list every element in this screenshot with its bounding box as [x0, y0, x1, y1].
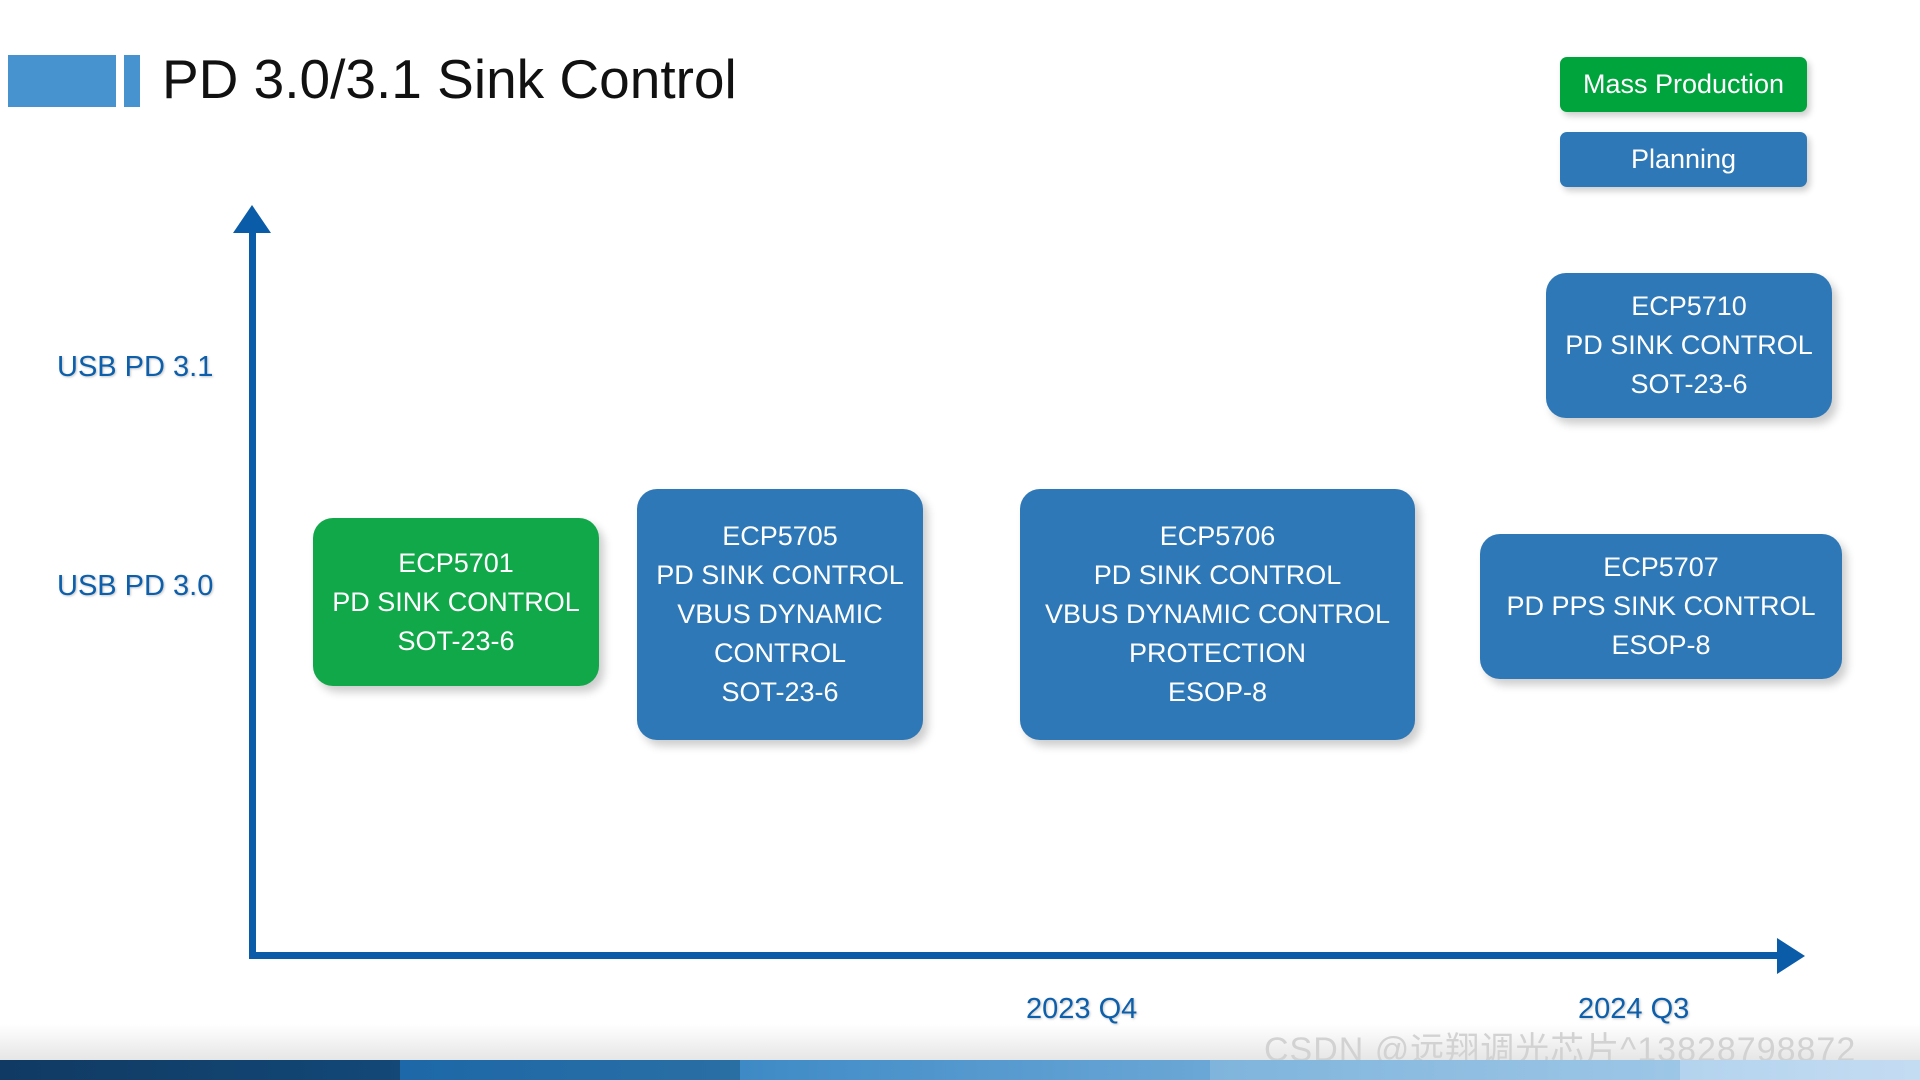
- product-name: ECP5707: [1603, 552, 1719, 582]
- bottom-decorative-strip: [0, 1060, 1920, 1080]
- x-axis-label-2023-q4: 2023 Q4: [1026, 993, 1138, 1025]
- y-axis-label-usb-pd-31: USB PD 3.1: [57, 351, 214, 383]
- x-axis-line: [249, 952, 1777, 959]
- y-axis-arrow-icon: [233, 205, 271, 233]
- product-package-line: SOT-23-6: [397, 625, 515, 656]
- title-accent-bar-narrow: [124, 55, 140, 107]
- product-box-ecp5705[interactable]: ECP5705 PD SINK CONTROL VBUS DYNAMIC CON…: [637, 489, 923, 740]
- product-box-ecp5710[interactable]: ECP5710 PD SINK CONTROL SOT-23-6: [1546, 273, 1832, 418]
- product-box-ecp5701[interactable]: ECP5701 PD SINK CONTROL SOT-23-6: [313, 518, 599, 686]
- product-name: ECP5710: [1631, 291, 1747, 321]
- product-name: ECP5706: [1159, 521, 1276, 551]
- y-axis-label-usb-pd-30: USB PD 3.0: [57, 570, 214, 602]
- legend-planning-label: Planning: [1630, 144, 1737, 174]
- product-package-line: SOT-23-6: [1630, 369, 1748, 399]
- x-axis-arrow-icon: [1777, 938, 1805, 974]
- strip-segment: [1680, 1060, 1920, 1080]
- product-feature-line: PD SINK CONTROL: [1565, 330, 1813, 360]
- product-feature-line: VBUS DYNAMIC CONTROL: [1044, 599, 1391, 629]
- legend-planning: Planning: [1560, 132, 1807, 187]
- legend-mass-production: Mass Production: [1560, 57, 1807, 112]
- product-name: ECP5701: [398, 547, 514, 578]
- product-box-ecp5707[interactable]: ECP5707 PD PPS SINK CONTROL ESOP-8: [1480, 534, 1842, 679]
- legend-mass-production-label: Mass Production: [1582, 69, 1785, 99]
- product-package-line: SOT-23-6: [721, 677, 839, 707]
- strip-segment: [400, 1060, 740, 1080]
- product-feature-line: PD SINK CONTROL: [656, 560, 904, 590]
- product-feature-line: PD PPS SINK CONTROL: [1506, 591, 1816, 621]
- page-title: PD 3.0/3.1 Sink Control: [162, 48, 737, 110]
- product-name: ECP5705: [722, 521, 838, 551]
- product-package-line: ESOP-8: [1611, 630, 1711, 660]
- product-feature-line: PD SINK CONTROL: [332, 586, 580, 617]
- strip-segment: [0, 1060, 400, 1080]
- strip-segment: [1210, 1060, 1680, 1080]
- product-feature-line: CONTROL: [713, 638, 846, 668]
- product-feature-line: VBUS DYNAMIC: [677, 599, 883, 629]
- watermark-text: CSDN @远翔调光芯片^13828798872: [1264, 1031, 1857, 1060]
- title-accent-bar-wide: [8, 55, 116, 107]
- product-box-ecp5706[interactable]: ECP5706 PD SINK CONTROL VBUS DYNAMIC CON…: [1020, 489, 1415, 740]
- bottom-fade-overlay: [0, 1024, 1920, 1060]
- y-axis-line: [249, 228, 256, 959]
- x-axis-label-2024-q3: 2024 Q3: [1578, 993, 1690, 1025]
- strip-segment: [740, 1060, 1210, 1080]
- product-feature-line: PROTECTION: [1128, 638, 1306, 668]
- product-package-line: ESOP-8: [1167, 677, 1268, 707]
- product-feature-line: PD SINK CONTROL: [1093, 560, 1342, 590]
